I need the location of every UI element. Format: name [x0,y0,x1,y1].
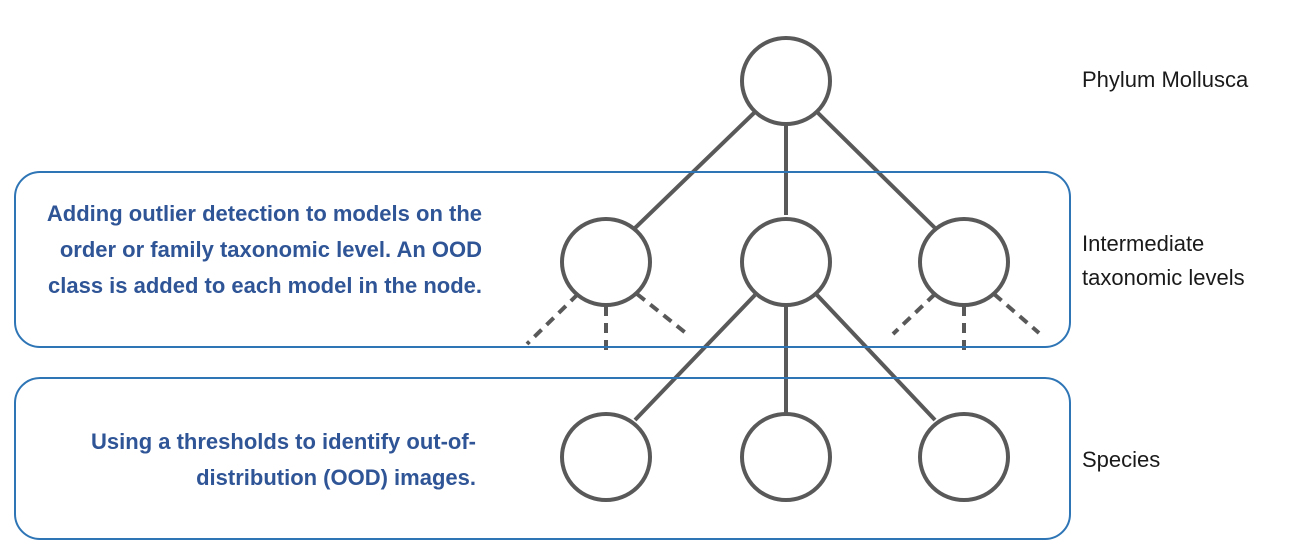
species-panel [14,377,1071,540]
dashed-edge-right-a [891,292,937,336]
intermediate-levels-panel [14,171,1071,348]
intermediate-label: Intermediate taxonomic levels [1082,231,1245,290]
node-intermediate-left [560,217,652,307]
node-species-right [918,412,1010,502]
node-root [740,36,832,126]
node-species-left [560,412,652,502]
edge-mid-left [633,293,757,422]
species-label: Species [1082,447,1161,472]
dashed-edge-left-c [635,292,689,336]
edge-mid-right [815,293,937,422]
node-intermediate-middle [740,217,832,307]
node-species-middle [740,412,832,502]
phylum-label: Phylum Mollusca [1082,67,1249,92]
species-description: Using a thresholds to identify out-of-di… [91,429,476,490]
intermediate-description: Adding outlier detection to models on th… [46,201,482,298]
edge-root-left [633,110,757,230]
edge-root-right [815,110,937,230]
node-intermediate-right [918,217,1010,307]
dashed-edge-right-c [992,292,1041,335]
dashed-edge-left-a [525,292,580,346]
